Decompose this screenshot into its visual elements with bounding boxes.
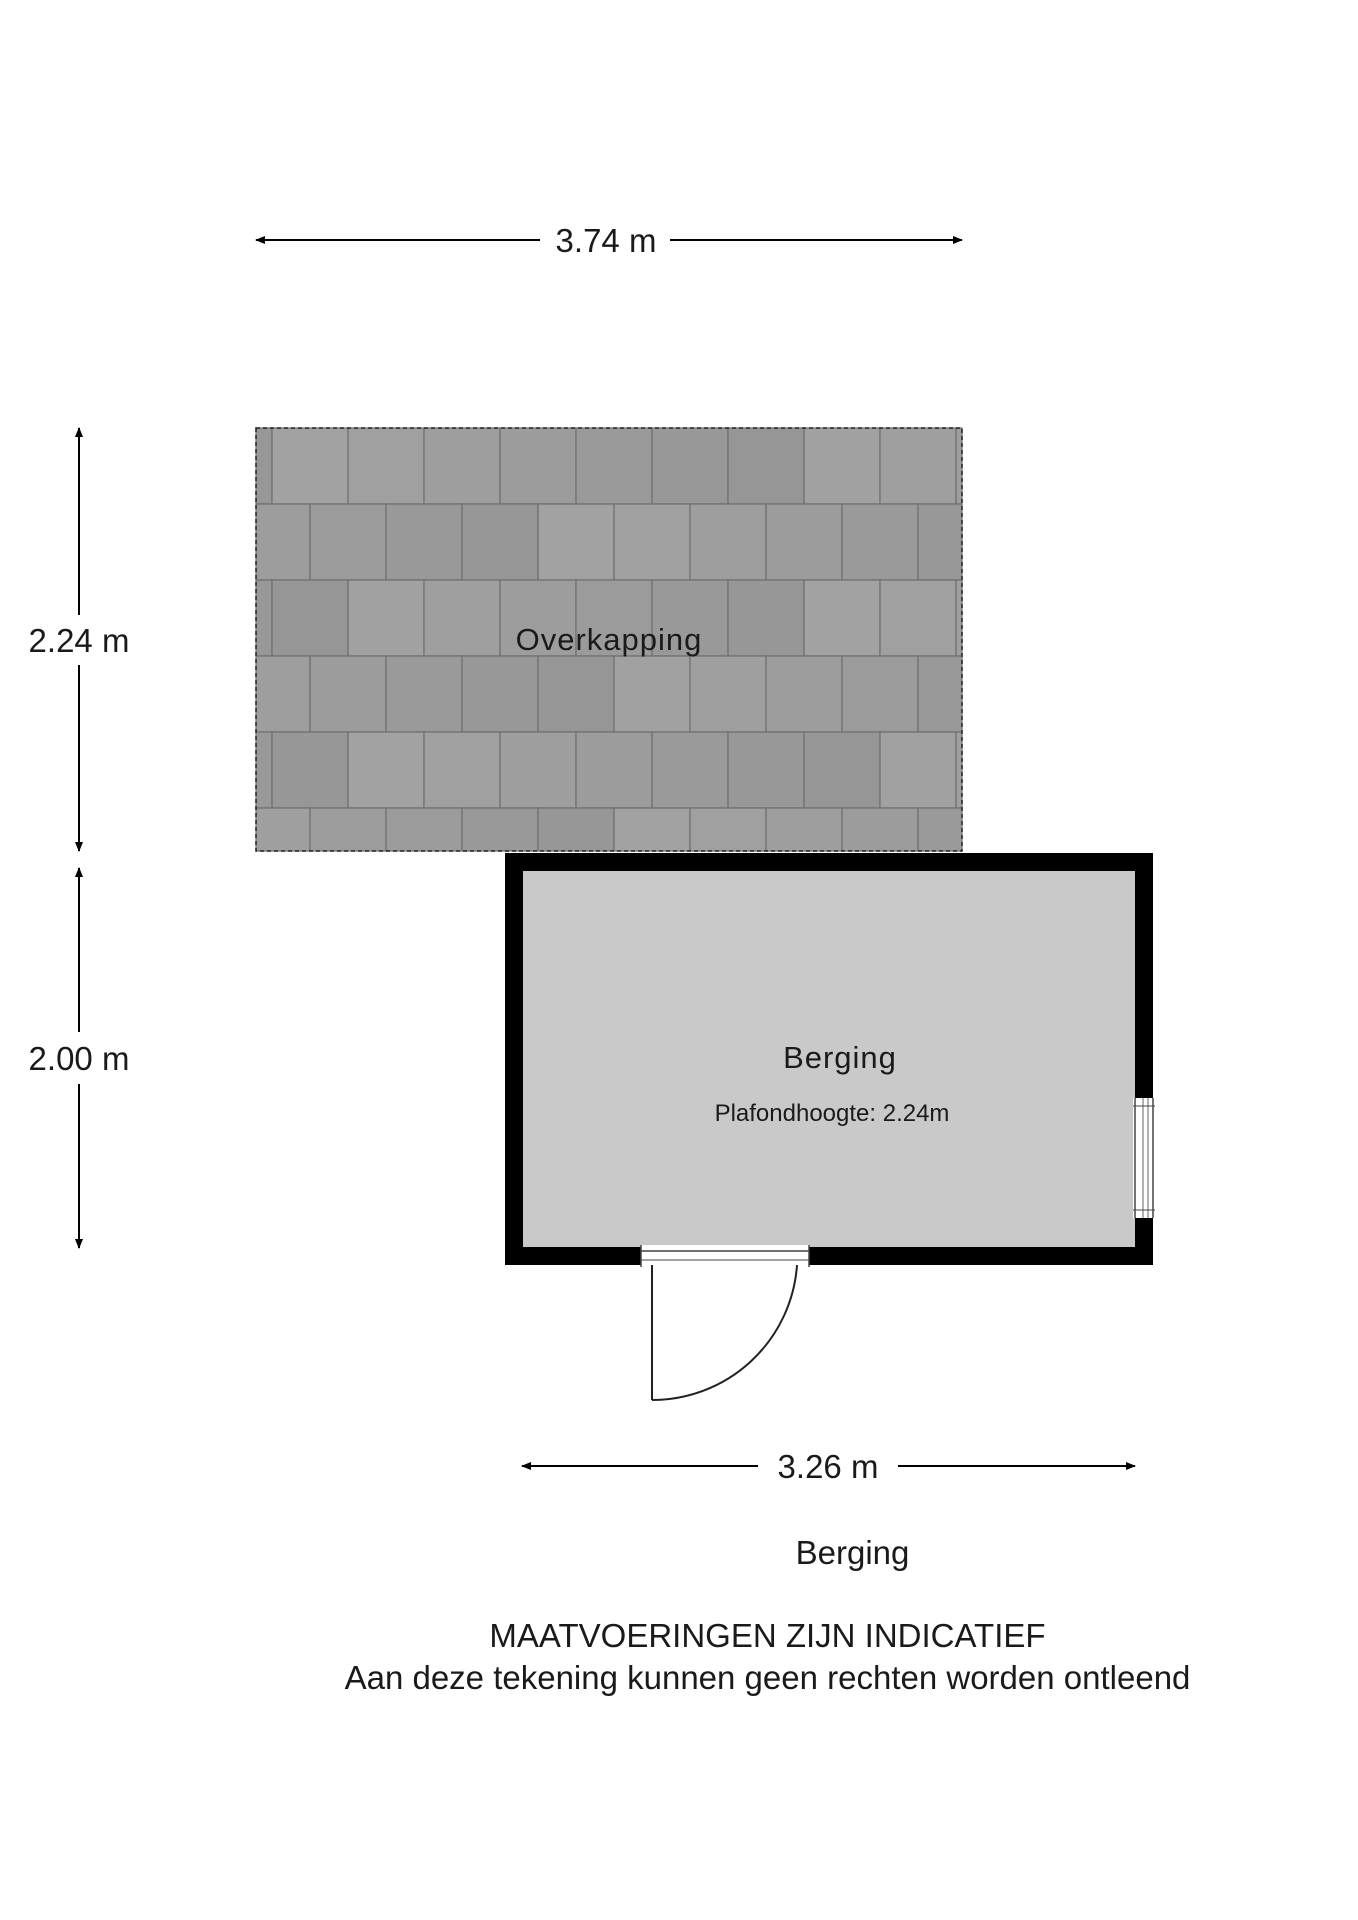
paving-tile <box>347 427 425 505</box>
dimension-left-lower-height: 2.00 m <box>20 867 140 1249</box>
covered-area-label: Overkapping <box>516 622 703 657</box>
dimension-label-top: 3.74 m <box>556 222 657 259</box>
paving-tile <box>385 807 463 852</box>
paving-tile <box>537 503 615 581</box>
paving-tile <box>309 807 387 852</box>
paving-tile <box>727 731 805 809</box>
paving-tile <box>689 503 767 581</box>
storage-room-label: Berging <box>783 1040 897 1075</box>
paving-tile <box>385 655 463 733</box>
paving-tile <box>255 807 311 852</box>
paving-tile <box>575 427 653 505</box>
paving-tile <box>765 807 843 852</box>
paving-tile <box>841 503 919 581</box>
paving-tile <box>255 579 273 657</box>
paving-tile <box>613 807 691 852</box>
paving-tile <box>461 807 539 852</box>
paving-tile <box>651 579 729 657</box>
paving-tile <box>917 503 963 581</box>
paving-tile <box>613 655 691 733</box>
door-bottom-wall <box>640 1245 810 1402</box>
paving-tile <box>575 579 653 657</box>
paving-tile <box>309 655 387 733</box>
paving-tile <box>803 579 881 657</box>
paving-tile <box>917 807 963 852</box>
paving-tile <box>689 655 767 733</box>
window-right-wall <box>1133 1098 1155 1218</box>
paving-tile <box>803 427 881 505</box>
paving-tile <box>727 579 805 657</box>
dimension-label-bottom: 3.26 m <box>778 1448 879 1485</box>
paving-tile <box>537 655 615 733</box>
paving-tile <box>841 807 919 852</box>
paving-tile <box>879 731 957 809</box>
paving-tile <box>651 731 729 809</box>
paving-tile <box>255 655 311 733</box>
paving-tile <box>271 731 349 809</box>
disclaimer-text: Aan deze tekening kunnen geen rechten wo… <box>344 1659 1191 1696</box>
paving-tile <box>955 427 963 505</box>
dimension-label-left-lower: 2.00 m <box>29 1040 130 1077</box>
paving-tile <box>423 731 501 809</box>
floor-name: Berging <box>795 1534 910 1571</box>
paving-tile <box>917 655 963 733</box>
paving-tile <box>613 503 691 581</box>
paving-tile <box>689 807 767 852</box>
paving-tile <box>347 579 425 657</box>
paving-tile <box>765 503 843 581</box>
paving-tile <box>423 579 501 657</box>
dimension-label-left-upper: 2.24 m <box>29 622 130 659</box>
paving-tile <box>499 427 577 505</box>
paving-tile <box>461 503 539 581</box>
paving-tile <box>803 731 881 809</box>
paving-tile <box>727 427 805 505</box>
storage-room: Berging Plafondhoogte: 2.24m <box>505 853 1155 1402</box>
paving-tile <box>499 579 577 657</box>
covered-area: Overkapping <box>255 427 963 852</box>
paving-tile <box>955 731 963 809</box>
dimension-top-width: 3.74 m <box>255 222 963 259</box>
disclaimer-title: MAATVOERINGEN ZIJN INDICATIEF <box>489 1617 1046 1654</box>
paving-tile <box>347 731 425 809</box>
paving-tile <box>271 427 349 505</box>
paving-tile <box>651 427 729 505</box>
paving-tile <box>461 655 539 733</box>
ceiling-height-label: Plafondhoogte: 2.24m <box>715 1100 950 1127</box>
paving-tiles <box>255 427 963 852</box>
paving-tile <box>955 579 963 657</box>
dimension-left-upper-height: 2.24 m <box>20 427 140 852</box>
paving-tile <box>271 579 349 657</box>
paving-tile <box>499 731 577 809</box>
paving-tile <box>575 731 653 809</box>
paving-tile <box>765 655 843 733</box>
paving-tile <box>385 503 463 581</box>
paving-tile <box>255 503 311 581</box>
paving-tile <box>255 731 273 809</box>
paving-tile <box>879 579 957 657</box>
paving-tile <box>423 427 501 505</box>
dimension-bottom-width: 3.26 m <box>521 1448 1136 1485</box>
paving-tile <box>879 427 957 505</box>
paving-tile <box>309 503 387 581</box>
paving-tile <box>537 807 615 852</box>
paving-tile <box>841 655 919 733</box>
paving-tile <box>255 427 273 505</box>
